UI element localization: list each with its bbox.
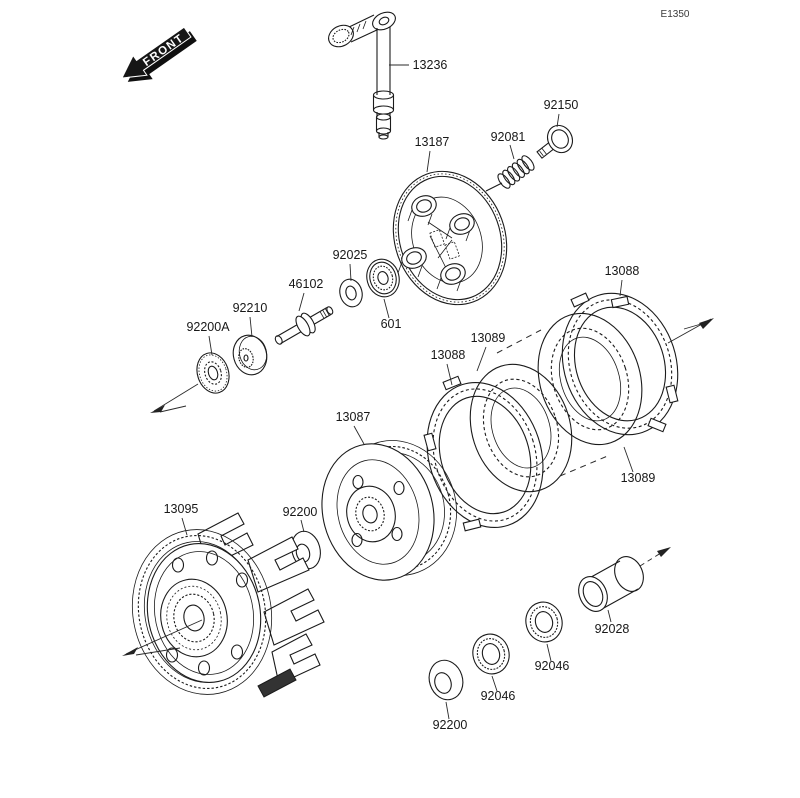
release-shaft-part: [328, 11, 396, 140]
part-label-13236: 13236: [413, 58, 448, 72]
ball-bearing-part: [366, 258, 400, 298]
stack-continuation-dash-upper: [496, 329, 542, 354]
part-label-13089-right: 13089: [621, 471, 656, 485]
part-label-92210: 92210: [233, 301, 268, 315]
part-label-92028: 92028: [595, 622, 630, 636]
part-label-13087: 13087: [336, 410, 371, 424]
leader-46102: [298, 292, 305, 312]
part-label-13089-left: 13089: [471, 331, 506, 345]
part-label-92200A: 92200A: [186, 320, 230, 334]
washer-lower-part: [428, 659, 464, 701]
clutch-housing-part: [131, 512, 325, 698]
leader-92200-lower: [445, 701, 450, 720]
leader-92210: [249, 316, 253, 338]
spring-part: [485, 155, 535, 192]
part-label-13187: 13187: [415, 135, 450, 149]
bushing-part: [578, 556, 644, 612]
leader-92200A: [208, 335, 213, 356]
needle-bearing-inner-part: [472, 633, 510, 675]
leader-13088-left: [446, 363, 453, 386]
damper-part: [232, 334, 268, 376]
diagram-code: E1350: [661, 9, 690, 20]
part-label-13088-right: 13088: [605, 264, 640, 278]
thrust-washer-part: [339, 278, 363, 308]
push-rod-part: [274, 306, 334, 345]
part-label-92025: 92025: [333, 248, 368, 262]
part-label-46102: 46102: [289, 277, 324, 291]
friction-plate-right-part: [561, 292, 679, 436]
leader-13095: [181, 517, 188, 536]
splined-washer-part: [196, 352, 230, 394]
leader-13087: [353, 425, 365, 445]
stack-continuation-dash-lower: [559, 454, 611, 477]
steel-plate-left-part: [469, 363, 573, 493]
leader-92046-outer: [546, 643, 552, 662]
assembly-axis-arrow-right: [667, 318, 714, 344]
assembly-axis-arrow-housing: [122, 619, 203, 656]
leader-92150: [556, 113, 560, 128]
leader-92028: [607, 609, 612, 623]
part-label-92081: 92081: [491, 130, 526, 144]
leader-13089-left: [476, 346, 487, 372]
leader-13089-right: [623, 446, 634, 473]
steel-plate-right-part: [537, 312, 643, 446]
part-label-601: 601: [381, 317, 402, 331]
assembly-axis-arrow-left: [150, 383, 199, 413]
part-label-92046-inner: 92046: [481, 689, 516, 703]
needle-bearing-outer-part: [525, 601, 563, 643]
leader-601: [383, 298, 390, 319]
part-label-92200-lower: 92200: [433, 718, 468, 732]
leader-92081: [509, 144, 515, 160]
part-label-13088-left: 13088: [431, 348, 466, 362]
leader-13187: [426, 150, 431, 173]
assembly-dashed-arrow-bushing: [639, 547, 671, 567]
pressure-plate-part: [392, 170, 508, 306]
bolt-part: [536, 124, 574, 159]
front-direction-arrow-icon: FRONT: [121, 26, 197, 82]
part-label-92200-upper: 92200: [283, 505, 318, 519]
leader-13088-right: [619, 279, 623, 297]
leader-92025: [349, 263, 352, 282]
leader-92200-upper: [300, 519, 305, 533]
part-label-92046-outer: 92046: [535, 659, 570, 673]
clutch-hub-part: [321, 440, 457, 581]
part-label-92150: 92150: [544, 98, 579, 112]
leader-92046-inner: [491, 675, 498, 692]
part-label-13095: 13095: [164, 502, 199, 516]
